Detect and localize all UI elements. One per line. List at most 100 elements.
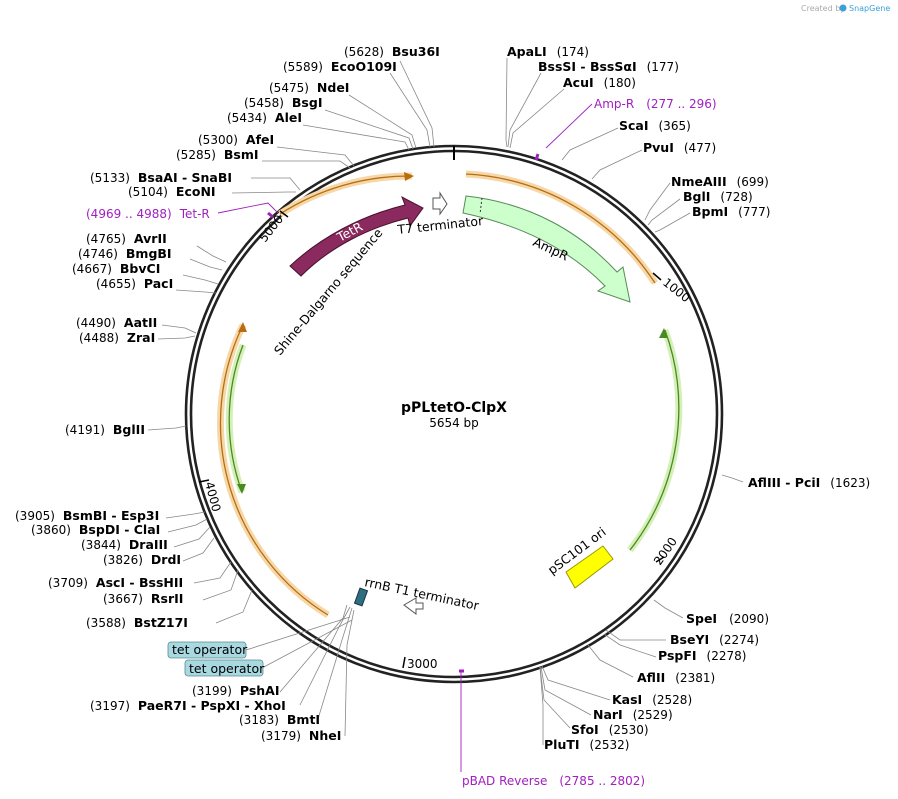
svg-text:pBAD Reverse(2785 .. 2802): pBAD Reverse(2785 .. 2802)	[462, 774, 645, 788]
site-pos: (1623)	[830, 476, 870, 490]
site-name: ScaI	[619, 118, 649, 133]
site-pos: (699)	[737, 175, 769, 189]
site-name: AflIII - PciI	[748, 475, 820, 490]
svg-text:PvuI(477): PvuI(477)	[643, 140, 716, 155]
site-pos: (5628)	[344, 45, 384, 59]
svg-text:(4969 .. 4988)Tet-R: (4969 .. 4988)Tet-R	[86, 207, 210, 221]
svg-text:BseYI(2274): BseYI (2274)	[670, 632, 759, 647]
site-name: SfoI	[571, 722, 599, 737]
svg-text:(4746)BmgBI: (4746) BmgBI	[78, 246, 172, 261]
site-pos: (2529)	[633, 708, 673, 722]
svg-text:BpmI(777): BpmI(777)	[692, 204, 770, 219]
site-pos: (2532)	[590, 738, 630, 752]
site-pos: (3197)	[90, 699, 130, 713]
site-name: AatII	[124, 315, 157, 330]
feature-rrnb-t1-terminator[interactable]: rrnB T1 terminator	[363, 574, 481, 615]
svg-text:(5628)Bsu36I: (5628) Bsu36I	[344, 44, 440, 59]
site-pos: (174)	[557, 45, 589, 59]
site-name: BglI	[683, 189, 710, 204]
site-pos: (5458)	[244, 96, 284, 110]
site-pos: (3179)	[261, 729, 301, 743]
site-pos: (5434)	[227, 111, 267, 125]
svg-text:(4488)ZraI: (4488)ZraI	[79, 330, 155, 345]
site-pos: (2278)	[707, 649, 747, 663]
feature-shine-dalgarno[interactable]: Shine-Dalgarno sequence	[271, 225, 386, 607]
primer-range: (2785 .. 2802)	[559, 774, 645, 788]
site-pos: (4765)	[86, 232, 126, 246]
site-name: BsaAI - SnaBI	[138, 170, 232, 185]
site-name: NheI	[309, 728, 342, 743]
tet-operator-tag-2	[184, 659, 264, 677]
feature-ampr[interactable]: AmpR	[462, 195, 631, 303]
site-name: PspFI	[658, 648, 697, 663]
svg-text:AflII(2381): AflII (2381)	[637, 670, 715, 685]
site-name: PacI	[144, 276, 173, 291]
site-name: EcoO109I	[331, 59, 397, 74]
site-name: AleI	[275, 110, 302, 125]
site-name: PvuI	[643, 140, 674, 155]
svg-text:(5300)AfeI: (5300) AfeI	[198, 132, 274, 147]
primer-range: (277 .. 296)	[646, 97, 716, 111]
site-pos: (4488)	[79, 331, 119, 345]
orf-green-arcs	[225, 328, 683, 553]
site-pos: (3588)	[86, 616, 126, 630]
svg-text:(3588)BstZ17I: (3588) BstZ17I	[86, 615, 188, 630]
site-name: BsmBI - Esp3I	[63, 508, 159, 523]
svg-text:(3667)RsrII: (3667) RsrII	[103, 591, 183, 606]
svg-text:NmeAIII(699): NmeAIII(699)	[671, 174, 769, 189]
snapgene-logo-icon	[839, 4, 847, 12]
site-name: BmgBI	[126, 246, 172, 261]
site-pos: (4667)	[72, 262, 112, 276]
tet-operator-tag-1	[167, 641, 247, 659]
site-labels: (5628) Bsu36I (5589)EcoO109I (5475) NdeI (…	[15, 44, 870, 752]
site-name: NdeI	[317, 80, 350, 95]
site-pos: (2381)	[675, 671, 715, 685]
svg-text:(4490)AatII: (4490)AatII	[76, 315, 157, 330]
site-pos: (2530)	[609, 723, 649, 737]
svg-text:(5133)BsaAI - SnaBI: (5133) BsaAI - SnaBI	[90, 170, 232, 185]
site-name: AvrII	[134, 231, 167, 246]
site-name: AfeI	[246, 132, 274, 147]
site-pos: (5133)	[90, 171, 130, 185]
site-pos: (180)	[604, 76, 636, 90]
site-name: RsrII	[151, 591, 184, 606]
site-pos: (4746)	[78, 247, 118, 261]
svg-text:(4191)BglII: (4191)BglII	[65, 422, 145, 437]
site-pos: (3826)	[103, 553, 143, 567]
site-pos: (3667)	[103, 592, 143, 606]
site-pos: (5104)	[128, 185, 168, 199]
site-name: BstZ17I	[134, 615, 188, 630]
svg-text:(3826)DrdI: (3826) DrdI	[103, 552, 181, 567]
site-name: Bsu36I	[392, 44, 440, 59]
site-name: SpeI	[686, 611, 717, 626]
site-name: DrdI	[151, 552, 181, 567]
svg-text:BglI(728): BglI(728)	[683, 189, 753, 204]
site-name: BsgI	[292, 95, 323, 110]
svg-text:PspFI(2278): PspFI (2278)	[658, 648, 746, 663]
svg-text:(3183)BmtI: (3183)BmtI	[239, 712, 320, 727]
site-name: BssSI - BssSαI	[538, 59, 637, 74]
credit-brand: SnapGene	[849, 4, 890, 13]
orf-arcs	[217, 170, 658, 618]
plasmid-name: pPLtetO-ClpX	[401, 400, 507, 416]
site-pos: (3183)	[239, 713, 279, 727]
site-pos: (5300)	[198, 133, 238, 147]
svg-text:(5475)NdeI: (5475) NdeI	[269, 80, 349, 95]
site-name: BseYI	[670, 632, 709, 647]
svg-text:(4655)PacI: (4655) PacI	[96, 276, 173, 291]
site-name: PluTI	[544, 737, 580, 752]
feature-psc101-ori[interactable]: pSC101 ori	[545, 524, 614, 589]
orf-arc-right	[627, 328, 683, 553]
site-name: PshAI	[240, 683, 280, 698]
site-pos: (3905)	[15, 509, 55, 523]
svg-text:SpeI(2090): SpeI(2090)	[686, 611, 769, 626]
svg-text:(5589)EcoO109I: (5589)EcoO109I	[283, 59, 397, 74]
site-pos: (4655)	[96, 277, 136, 291]
site-name: BsmI	[224, 147, 259, 162]
tet-operator-label-2: tet operator	[189, 661, 265, 676]
site-name: AflII	[637, 670, 665, 685]
svg-text:KasI(2528): KasI(2528)	[612, 692, 692, 707]
site-pos: (2274)	[719, 633, 759, 647]
site-pos: (5475)	[269, 81, 309, 95]
